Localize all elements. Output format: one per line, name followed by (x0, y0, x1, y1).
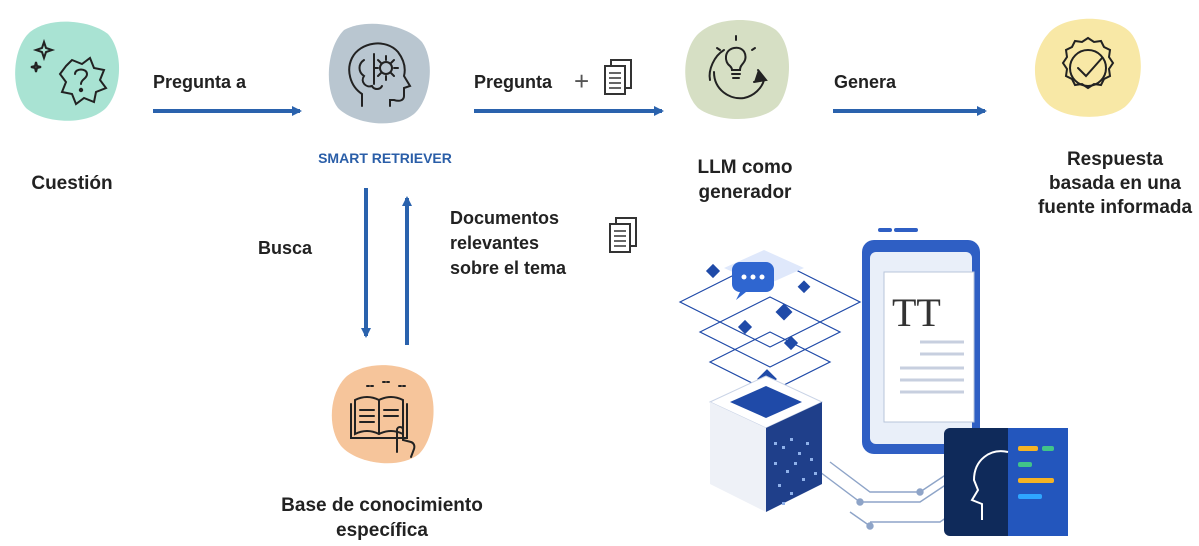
llm-label-line2: generador (698, 181, 792, 203)
ai-illustration: TT (678, 228, 1068, 536)
documents-icon-2 (609, 217, 637, 253)
answer-label-line1: Respuesta (1066, 149, 1164, 170)
brain-gear-head-icon (348, 42, 412, 107)
knowledge-label: Base de conocimiento específica (252, 494, 512, 543)
answer-label-line3: fuente informada (1037, 196, 1193, 218)
phone-document-icon: TT (862, 228, 980, 454)
book-touch-icon (350, 381, 416, 458)
chat-bubble-icon (724, 250, 804, 300)
question-label: Cuestión (31, 173, 113, 194)
answer-blob (1034, 18, 1141, 117)
llm-label: LLM como generador (680, 156, 810, 205)
answer-label-line2: basada en una (1049, 172, 1181, 194)
lightbulb-cycle-icon (708, 35, 768, 100)
arrow-label-search: Busca (258, 238, 313, 258)
llm-blob (685, 19, 789, 119)
docs-label: Documentos relevantes sobre el tema (450, 206, 566, 282)
server-cube (708, 375, 824, 512)
docs-label-line1: Documentos (450, 208, 560, 228)
retriever-label: SMART RETRIEVER (318, 150, 452, 166)
phone-text: TT (892, 290, 941, 335)
check-badge-icon (1061, 36, 1115, 90)
question-blob (15, 21, 120, 121)
docs-label-line2: relevantes (450, 233, 540, 254)
knowledge-blob (331, 365, 434, 464)
arrow-label-generate: Genera (834, 72, 897, 92)
plus-sign: + (574, 66, 590, 96)
sparkle-question-icon (30, 38, 108, 106)
documents-icon (604, 59, 632, 95)
arrow-label-question: Pregunta (474, 72, 553, 92)
answer-label: Respuesta basada en una fuente informada (1030, 148, 1199, 219)
docs-label-line3: sobre el tema (450, 258, 567, 279)
retriever-blob (328, 23, 430, 124)
ai-head-icon (944, 428, 1068, 536)
knowledge-label-line1: Base de conocimiento (281, 495, 483, 516)
arrow-label-ask: Pregunta a (153, 72, 247, 92)
knowledge-label-line2: específica (336, 519, 428, 541)
llm-label-line1: LLM como (697, 157, 793, 178)
